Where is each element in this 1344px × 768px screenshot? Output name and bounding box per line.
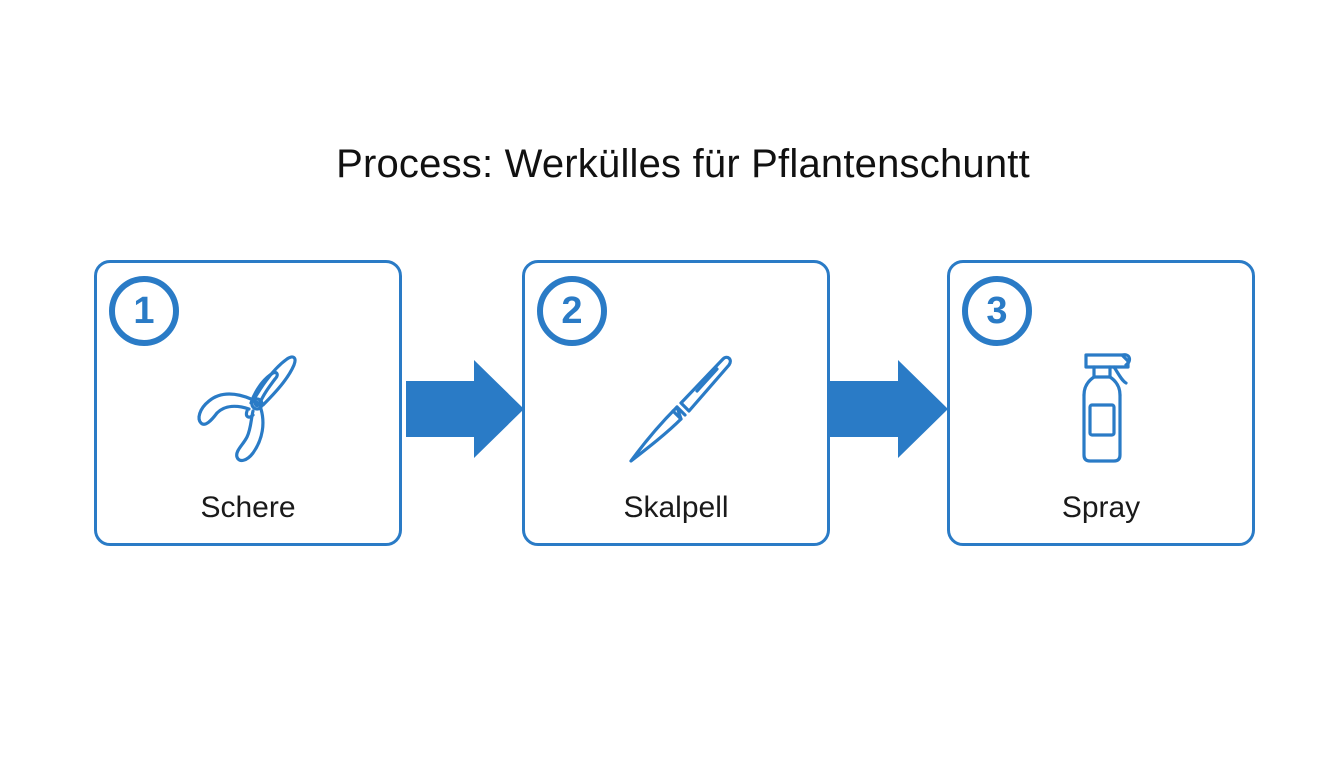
step-3-number-badge: 3: [962, 276, 1032, 346]
spray-bottle-icon: [1082, 353, 1132, 463]
step-1-number-badge: 1: [109, 276, 179, 346]
pruning-shears-icon: [197, 355, 297, 463]
diagram-title: Process: Werkülles für Pflantenschuntt: [336, 142, 1030, 186]
step-2-label: Skalpell: [623, 491, 729, 524]
step-2-number-badge: 2: [537, 276, 607, 346]
step-3-box: 3 Spray: [947, 260, 1255, 546]
arrow-right-icon: [830, 360, 948, 458]
step-2-box: 2 Skalpell: [522, 260, 830, 546]
step-1-box: 1 Schere: [94, 260, 402, 546]
arrow-right-icon: [406, 360, 524, 458]
step-3-label: Spray: [1061, 491, 1141, 524]
step-1-label: Schere: [200, 491, 296, 524]
scalpel-icon: [629, 355, 732, 463]
